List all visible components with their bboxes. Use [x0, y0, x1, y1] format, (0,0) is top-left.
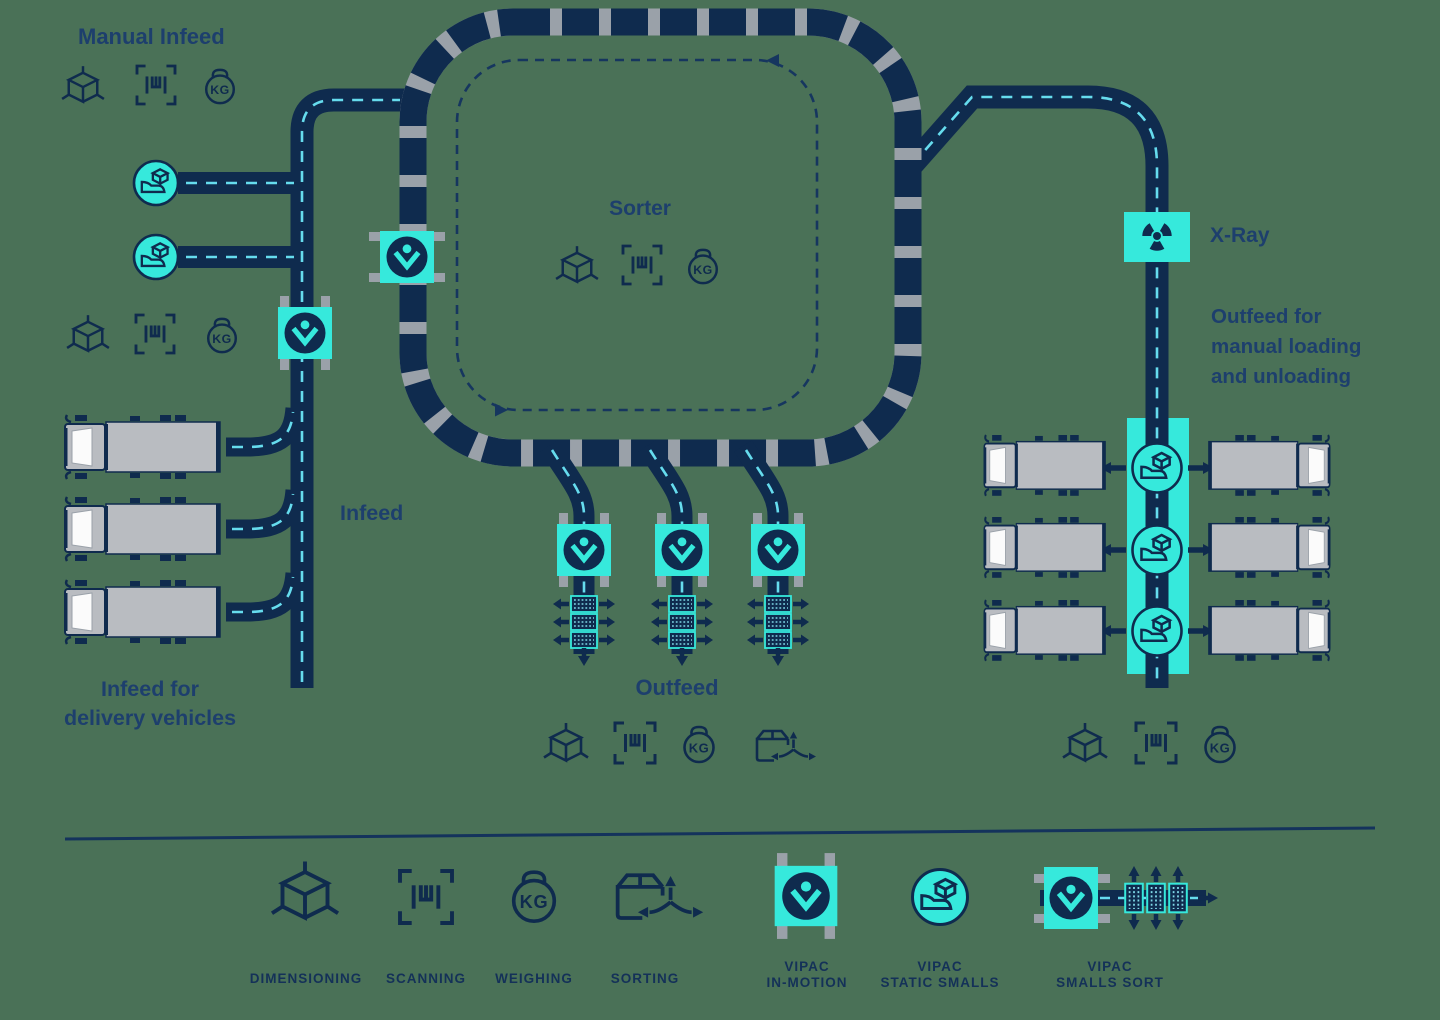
vipac-static-smalls-station-2 — [1131, 524, 1183, 576]
vipac-static-smalls-station-1 — [1131, 442, 1183, 494]
xray-station — [1124, 212, 1190, 262]
outfeed-truck-left-1 — [982, 433, 1107, 497]
vipac-in-motion-station-loop — [369, 231, 445, 283]
outfeed-manual-label: Outfeed for manual loading and unloading — [1211, 305, 1362, 388]
legend-label-vipac-in-motion: VIPAC IN-MOTION — [766, 959, 848, 990]
manual-infeed-station-2 — [132, 233, 180, 281]
dimensioning-icon — [1061, 721, 1109, 762]
legend-dimensioning-icon — [270, 859, 340, 920]
dimensioning-icon — [60, 64, 106, 104]
weighing-icon — [1204, 725, 1236, 764]
flow-arrow-top — [766, 54, 779, 67]
legend-vipac-static-smalls-icon — [911, 868, 969, 926]
vipac-in-motion-station-outfeed-2 — [655, 513, 709, 587]
infeed-label: Infeed — [340, 501, 404, 525]
legend-label-vipac-smalls-sort: VIPAC SMALLS SORT — [1056, 959, 1164, 990]
vipac-in-motion-station-infeed — [278, 296, 332, 370]
dimensioning-icon — [65, 313, 111, 353]
legend-divider — [64, 826, 1376, 841]
legend-label-dimensioning: DIMENSIONING — [249, 971, 363, 986]
infeed-delivery-label: Infeed for delivery vehicles — [63, 677, 237, 730]
manual-infeed-label: Manual Infeed — [78, 24, 225, 49]
legend-label-scanning: SCANNING — [385, 971, 466, 986]
vipac-static-smalls-station-3 — [1131, 605, 1183, 657]
legend-vipac-smalls-sort-icon — [1034, 866, 1218, 930]
flow-arrow-bottom — [495, 403, 508, 417]
weighing-icon — [687, 248, 719, 285]
weighing-icon — [206, 317, 238, 354]
outfeed-truck-right-2 — [1207, 515, 1332, 579]
legend-label-sorting: SORTING — [610, 971, 680, 986]
sorter-label: Sorter — [609, 197, 671, 220]
outfeed-branch-dashes — [550, 449, 780, 596]
infeed-truck-3 — [62, 578, 222, 646]
infeed-truck-1 — [62, 413, 222, 481]
vipac-in-motion-station-outfeed-1 — [557, 513, 611, 587]
weighing-icon — [683, 725, 715, 764]
scanning-icon — [1134, 721, 1178, 765]
outfeed-truck-left-2 — [982, 515, 1107, 579]
outfeed-label: Outfeed — [635, 675, 719, 700]
weighing-icon — [204, 68, 236, 105]
manual-infeed-station-1 — [132, 159, 180, 207]
sorter-loop-belt — [399, 8, 922, 467]
conveyor-dashes — [186, 95, 1159, 682]
outfeed-truck-right-3 — [1207, 598, 1332, 662]
vipac-in-motion-station-outfeed-3 — [751, 513, 805, 587]
outfeed-truck-left-3 — [982, 598, 1107, 662]
legend-scanning-icon — [398, 869, 454, 925]
legend-label-weighing: WEIGHING — [495, 971, 573, 986]
scanning-icon — [621, 244, 663, 286]
scanning-icon — [135, 64, 177, 106]
conveyor-lines — [178, 85, 1169, 688]
xray-label: X-Ray — [1210, 224, 1270, 247]
scanning-icon — [613, 721, 657, 765]
dimensioning-icon — [542, 721, 590, 762]
infeed-truck-2 — [62, 495, 222, 563]
outfeed-truck-right-1 — [1207, 433, 1332, 497]
legend-weighing-icon — [511, 870, 557, 924]
scanning-icon — [134, 313, 176, 355]
legend-label-vipac-static-smalls: VIPAC STATIC SMALLS — [880, 959, 1000, 990]
legend-sorting-icon — [615, 873, 706, 920]
dimensioning-icon — [554, 244, 600, 284]
sorting-icon — [755, 729, 818, 762]
sorter-flow-loop — [455, 54, 819, 417]
legend-vipac-in-motion-icon — [774, 853, 838, 939]
